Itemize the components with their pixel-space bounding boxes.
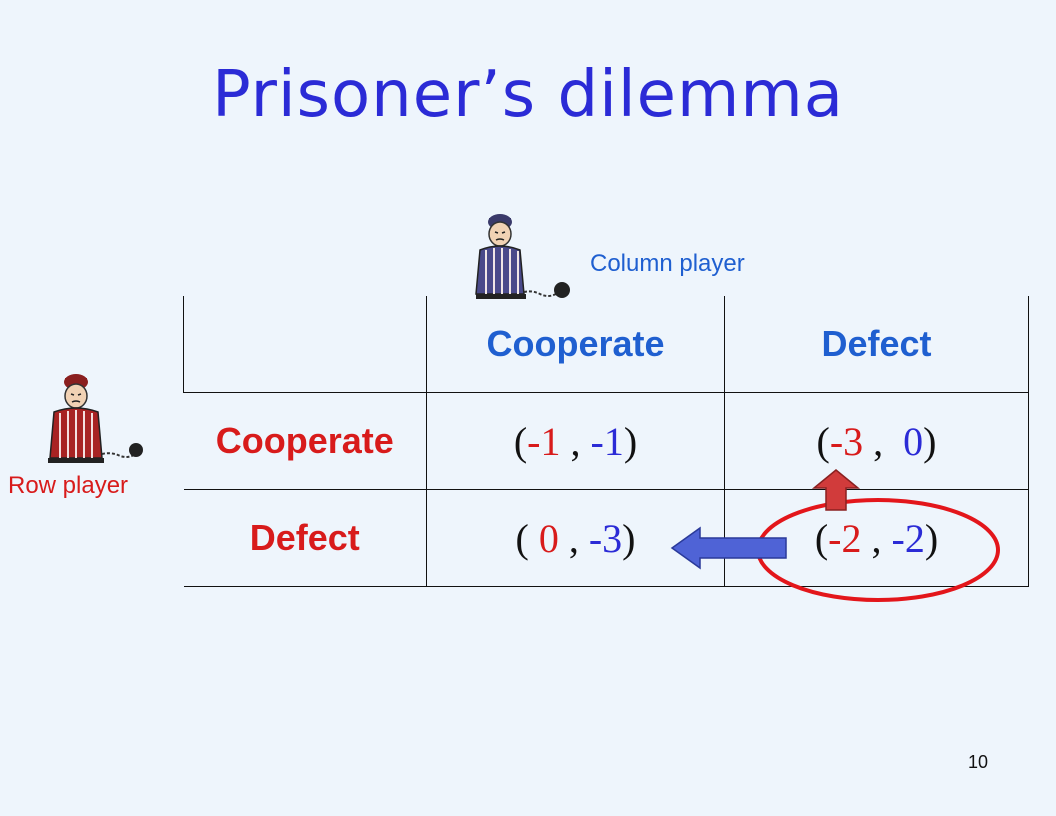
column-prisoner-figure-icon [475,214,570,299]
row-defect: Defect ( 0 , -3) (-2 , -2) [183,489,1029,587]
header-row: Cooperate Defect [183,296,1029,393]
row-header-defect: Defect [183,489,427,587]
col-header-cooperate: Cooperate [426,296,725,393]
row-payoff: 0 [538,515,559,561]
col-payoff: 0 [903,418,924,464]
row-prisoner-figure-icon [48,374,143,463]
column-player-label: Column player [590,250,745,277]
row-player-label: Row player [8,472,129,499]
corner-cell [183,296,427,393]
col-payoff: -1 [590,418,624,464]
row-payoff: -2 [828,515,862,561]
col-header-defect: Defect [724,296,1029,393]
payoff-cell-cooperate-defect: (-3 , 0) [724,392,1029,490]
payoff-cell-defect-defect: (-2 , -2) [724,489,1029,587]
slide-title: Prisoner’s dilemma [212,58,844,132]
row-payoff: -1 [527,418,561,464]
payoff-cell-cooperate-cooperate: (-1 , -1) [426,392,725,490]
payoff-matrix: Cooperate Defect Cooperate (-1 , -1) (-3… [183,296,1029,587]
row-cooperate: Cooperate (-1 , -1) (-3 , 0) [183,392,1029,490]
row-header-cooperate: Cooperate [183,392,427,490]
col-payoff: -3 [588,515,623,561]
payoff-cell-defect-cooperate: ( 0 , -3) [426,489,725,587]
col-payoff: -2 [891,515,925,561]
row-payoff: -3 [829,418,864,464]
page-number: 10 [968,752,989,772]
